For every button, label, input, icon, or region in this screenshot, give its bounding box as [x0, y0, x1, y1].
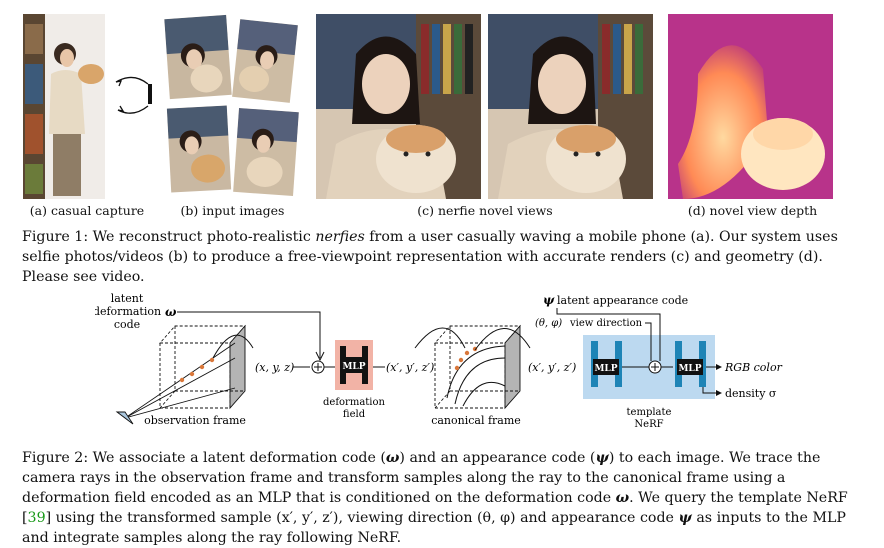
observation-frame-cube	[115, 324, 254, 425]
nerfies-emphasis: nerfies	[315, 229, 365, 245]
view-direction-label: view direction	[569, 318, 643, 329]
xyz-label: (x, y, z)	[255, 361, 294, 374]
input-image-1	[164, 14, 232, 100]
template-label-2: NeRF	[634, 419, 663, 430]
figure2-caption: Figure 2: We associate a latent deformat…	[22, 450, 848, 546]
subcaption-a: (a) casual capture	[29, 203, 145, 218]
waving-arrows-icon	[115, 76, 152, 114]
observation-frame-label: observation frame	[144, 414, 246, 427]
latent-label-1: latent	[111, 292, 144, 305]
figure1: (a) casual capture (b) input images	[22, 14, 838, 285]
xyz-prime-label-2: (x′, y′, z′)	[528, 361, 576, 374]
appearance-code-label: latent appearance code	[557, 294, 688, 307]
novel-view-1	[316, 14, 481, 199]
density-output-label: density σ	[725, 387, 777, 400]
theta-phi-label: (θ, φ)	[535, 318, 562, 329]
deformation-label-1: deformation	[323, 397, 386, 408]
rgb-output-label: RGB color	[724, 361, 783, 374]
novel-view-2	[488, 14, 653, 199]
canonical-frame-cube	[414, 324, 531, 410]
subcaption-b: (b) input images	[180, 203, 285, 218]
casual-capture-image	[23, 14, 105, 199]
citation-link[interactable]: 39	[27, 510, 46, 526]
xyz-prime-label: (x′, y′, z′)	[386, 361, 434, 374]
figure1-caption: Figure 1: We reconstruct photo-realistic…	[22, 229, 838, 285]
deformation-label-2: field	[343, 409, 366, 420]
input-image-3	[166, 105, 232, 193]
subcaption-d: (d) novel view depth	[687, 203, 818, 218]
latent-label-3: code	[114, 318, 140, 331]
deformation-mlp-label: MLP	[342, 362, 365, 372]
latent-label-2: deformation	[95, 305, 161, 318]
figure1-label: Figure 1:	[22, 229, 89, 245]
template-mlp-label-1: MLP	[594, 364, 617, 374]
canonical-frame-label: canonical frame	[431, 414, 521, 427]
template-label-1: template	[627, 407, 672, 418]
figure2-label: Figure 2:	[22, 450, 89, 466]
input-image-4	[233, 108, 299, 196]
novel-view-depth-image	[668, 14, 833, 199]
input-image-2	[232, 19, 298, 103]
subcaption-c: (c) nerfie novel views	[417, 203, 553, 218]
omega-symbol: ω	[165, 305, 177, 319]
psi-symbol: ψ	[543, 293, 555, 307]
template-mlp-label-2: MLP	[678, 364, 701, 374]
figure2-diagram: latent deformation ω code observation fr…	[95, 292, 783, 430]
